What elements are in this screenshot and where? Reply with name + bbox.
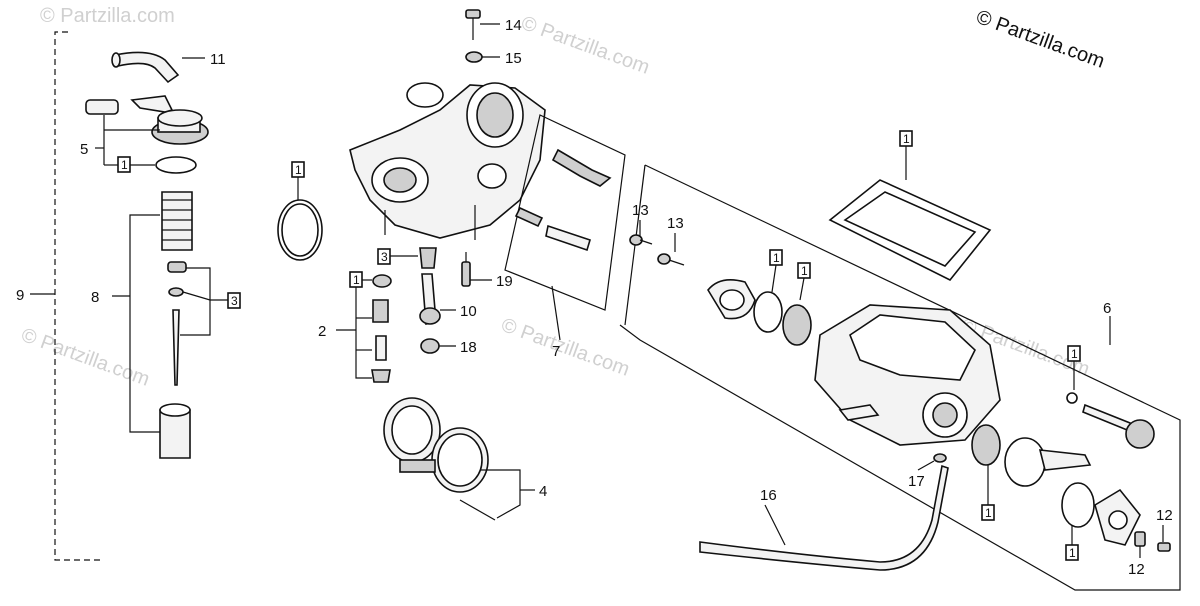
watermark: © Partzilla.com bbox=[18, 324, 152, 391]
callout-6: 6 bbox=[1103, 300, 1111, 317]
box-callout-1 bbox=[981, 504, 995, 521]
callout-1: 1 bbox=[1069, 546, 1076, 560]
carburetor-body bbox=[349, 82, 546, 240]
callout-1: 1 bbox=[353, 273, 360, 287]
callout-1: 1 bbox=[903, 132, 910, 146]
callout-1: 1 bbox=[295, 163, 302, 177]
callout-13: 13 bbox=[632, 202, 649, 219]
callout-1: 1 bbox=[121, 158, 128, 172]
callout-8: 8 bbox=[91, 289, 99, 306]
callout-18: 18 bbox=[460, 339, 477, 356]
seal-gaskets: 1 1 bbox=[707, 249, 812, 346]
o-ring: 1 bbox=[277, 161, 323, 261]
part-3-jet: 3 bbox=[377, 247, 437, 269]
callout-4: 4 bbox=[539, 483, 547, 500]
top-gasket: 1 bbox=[828, 130, 992, 282]
part-2-jets: 1 2 bbox=[318, 271, 392, 383]
callout-15: 15 bbox=[505, 50, 522, 67]
callout-19: 19 bbox=[496, 273, 513, 290]
callout-9: 9 bbox=[16, 287, 24, 304]
callout-12: 12 bbox=[1128, 561, 1145, 578]
part-4-float: 4 bbox=[383, 397, 547, 521]
part-12-screws: 12 12 bbox=[1128, 507, 1173, 578]
part-14-screw: 14 bbox=[465, 9, 522, 40]
part-15-washer: 15 bbox=[465, 50, 522, 67]
callout-5: 5 bbox=[80, 141, 88, 158]
part-18-plug: 18 bbox=[420, 338, 477, 356]
box-callout-1 bbox=[1065, 544, 1079, 561]
right-side-parts: 1 1 1 bbox=[971, 345, 1155, 561]
float-bowl bbox=[814, 304, 1001, 446]
copyright-text: © Partzilla.com bbox=[973, 6, 1107, 73]
group-9: 9 bbox=[16, 31, 100, 561]
part-8-spring-needle: 8 3 bbox=[91, 191, 241, 459]
callout-14: 14 bbox=[505, 17, 522, 34]
callout-17: 17 bbox=[908, 473, 925, 490]
callout-1: 1 bbox=[985, 506, 992, 520]
box-callout-3 bbox=[227, 292, 241, 309]
part-17-clip: 17 bbox=[908, 453, 947, 490]
callout-12: 12 bbox=[1156, 507, 1173, 524]
callout-3: 3 bbox=[231, 294, 238, 308]
part-5-cap: 5 1 bbox=[80, 95, 209, 174]
callout-10: 10 bbox=[460, 303, 477, 320]
part-13-screws: 13 13 bbox=[629, 202, 685, 266]
watermark: © Partzilla.com bbox=[40, 5, 175, 27]
callout-3: 3 bbox=[381, 250, 388, 264]
callout-1: 1 bbox=[801, 264, 808, 278]
callout-13: 13 bbox=[667, 215, 684, 232]
callout-1: 1 bbox=[773, 251, 780, 265]
part-16-hose: 16 bbox=[699, 464, 949, 571]
callout-11: 11 bbox=[210, 51, 226, 68]
callout-1: 1 bbox=[1071, 347, 1078, 361]
part-10-needle-jet: 10 bbox=[419, 273, 477, 325]
part-19-pin: 19 bbox=[461, 252, 513, 290]
watermark: © Partzilla.com bbox=[518, 12, 652, 79]
watermark: © Partzilla.com bbox=[498, 314, 632, 381]
callout-7: 7 bbox=[552, 343, 560, 360]
part-11-elbow: 11 bbox=[111, 51, 226, 84]
part-7-group: 7 bbox=[504, 114, 626, 360]
callout-2: 2 bbox=[318, 323, 326, 340]
callout-16: 16 bbox=[760, 487, 777, 504]
